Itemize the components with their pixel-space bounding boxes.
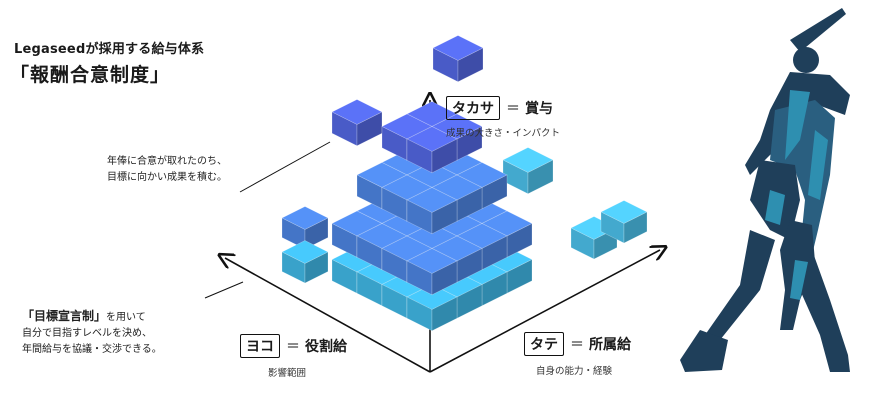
note-left-lead-suffix: を用いて <box>106 312 146 323</box>
left-axis-label: ヨコ ＝ 役割給 影響範囲 <box>240 334 347 379</box>
outer-cube-left-2 <box>282 241 328 284</box>
page-subtitle: Legaseedが採用する給与体系 <box>14 38 204 57</box>
note-top-line2: 目標に向かい成果を積む。 <box>107 170 227 186</box>
page-title: 「報酬合意制度」 <box>10 60 170 87</box>
vertical-axis-desc: 成果の大きさ・インパクト <box>446 125 560 139</box>
left-axis-name: 役割給 <box>305 336 347 356</box>
left-axis-desc: 影響範囲 <box>268 365 347 379</box>
right-axis-name: 所属給 <box>589 334 631 354</box>
note-top-line1: 年俸に合意が取れたのち、 <box>107 154 227 170</box>
floating-cube-right <box>503 148 553 194</box>
floating-cube-left <box>332 100 382 146</box>
vertical-axis-eq: ＝ <box>506 98 520 118</box>
right-axis-label: タテ ＝ 所属給 自身の能力・経験 <box>524 332 631 377</box>
note-left-line2: 自分で目指すレベルを決め、 <box>22 326 162 342</box>
baseball-batter-silhouette-icon <box>680 8 850 372</box>
right-axis-eq: ＝ <box>570 334 584 354</box>
leader-line-left <box>205 282 243 298</box>
vertical-axis-name: 賞与 <box>525 98 553 118</box>
note-left-lead: 「目標宣言制」 <box>22 309 106 323</box>
left-axis-eq: ＝ <box>286 336 300 356</box>
left-axis-tag: ヨコ <box>240 334 280 358</box>
vertical-axis-label: タカサ ＝ 賞与 成果の大きさ・インパクト <box>446 96 560 139</box>
vertical-axis-tag: タカサ <box>446 96 500 120</box>
note-top: 年俸に合意が取れたのち、 目標に向かい成果を積む。 <box>107 154 227 186</box>
note-left-line3: 年間給与を協議・交渉できる。 <box>22 342 162 358</box>
note-left: 「目標宣言制」を用いて 自分で目指すレベルを決め、 年間給与を協議・交渉できる。 <box>22 308 162 358</box>
right-axis-tag: タテ <box>524 332 564 356</box>
floating-cube-top <box>433 36 483 82</box>
leader-line-top <box>240 142 330 192</box>
right-axis-desc: 自身の能力・経験 <box>536 363 631 377</box>
